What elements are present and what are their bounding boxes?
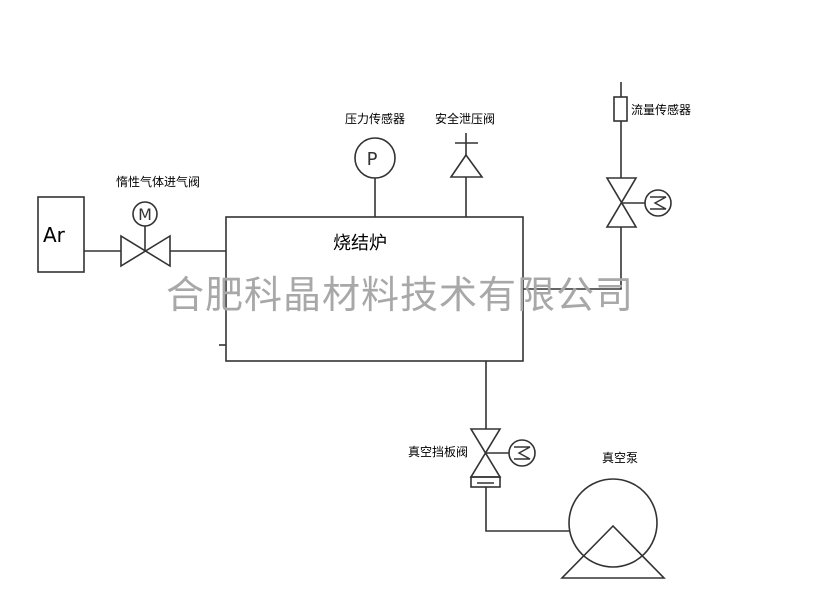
motor-glyph: [650, 196, 667, 210]
pressure-sensor-label: 压力传感器: [345, 112, 406, 126]
safety-valve-icon: [449, 153, 484, 178]
motor-icon: [132, 201, 158, 227]
flow-sensor-label: 流量传感器: [631, 103, 692, 117]
argon-label: Ar: [43, 223, 65, 247]
flow-valve-icon: [605, 177, 638, 228]
inert-gas-valve-label: 惰性气体进气阀: [116, 175, 201, 189]
inert-gas-valve-icon: [120, 234, 171, 268]
argon-tank: [37, 196, 85, 273]
watermark: 合肥科晶材料技术有限公司: [166, 273, 635, 317]
motor-symbol: M: [138, 205, 152, 224]
furnace-label: 烧结炉: [333, 233, 387, 254]
safety-valve-label: 安全泄压阀: [435, 112, 496, 126]
pressure-symbol: P: [367, 149, 378, 170]
pipe-valve-pump: [485, 487, 569, 532]
motor-icon: [508, 439, 536, 467]
vacuum-pump-label: 真空泵: [602, 451, 639, 465]
pipe-furnace-flow: [523, 227, 622, 290]
baffle-plate: [470, 476, 501, 488]
motor-glyph: [514, 446, 531, 460]
flow-sensor-icon: [613, 96, 628, 122]
pump-base: [560, 524, 666, 579]
vacuum-pump-icon: [568, 478, 658, 568]
vacuum-baffle-valve-label: 真空挡板阀: [408, 445, 469, 459]
motor-icon: [644, 189, 672, 217]
